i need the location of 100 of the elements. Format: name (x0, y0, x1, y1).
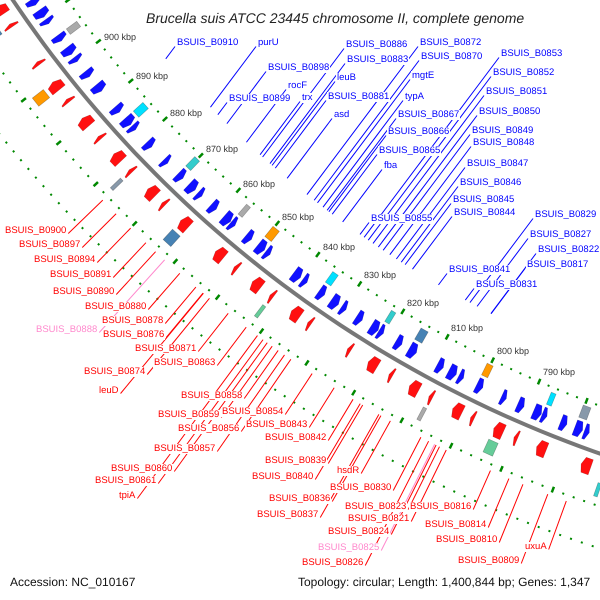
gene-label: BSUIS_B0897 (18, 240, 82, 250)
leader-line (216, 326, 247, 366)
leader-line (488, 478, 510, 528)
tick-label: 860 kbp (243, 180, 276, 188)
leader-line (389, 146, 472, 256)
leader-line (82, 213, 117, 248)
leader-line (96, 228, 132, 263)
gene-label: BSUIS_B0826 (301, 558, 364, 568)
tick-label: 870 kbp (206, 144, 238, 154)
gene-label: BSUIS_B0829 (534, 210, 598, 220)
gene-label: BSUIS_B0874 (83, 367, 146, 376)
leader-line (400, 186, 458, 263)
gene-label: BSUIS_B0836 (268, 494, 332, 504)
gene-label: BSUIS_B0853 (500, 49, 564, 58)
leader-line (260, 101, 300, 156)
leader-line (306, 46, 418, 196)
gene-label: BSUIS_B0890 (52, 287, 116, 296)
leader-line (392, 436, 422, 491)
leader-line (498, 484, 524, 543)
leader-line (472, 470, 491, 510)
leader-line (326, 118, 396, 211)
gene-label: BSUIS_B0850 (478, 107, 542, 116)
title: Brucella suis ATCC 23445 chromosome II, complete genome (146, 11, 524, 25)
leader-line (372, 95, 484, 244)
gene-label: BSUIS_B0880 (84, 302, 148, 312)
tick-label: 890 kbp (136, 72, 168, 80)
leader-line (368, 76, 492, 241)
gene-label: hsdR (336, 466, 360, 476)
gene-label: BSUIS_B0894 (33, 255, 96, 264)
gene-label: BSUIS_B0858 (180, 391, 244, 400)
leader-line (360, 420, 391, 474)
gene-label: BSUIS_B0867 (397, 110, 460, 120)
gene-label: BSUIS_B0866 (387, 127, 450, 136)
gene-label: BSUIS_B0863 (153, 358, 216, 368)
gene-label: BSUIS_B0823 (344, 502, 408, 512)
gene-label: BSUIS_B0817 (526, 260, 590, 270)
leader-line (165, 46, 176, 60)
gene-label: BSUIS_B0899 (228, 94, 292, 104)
leader-line (148, 272, 180, 310)
leader-line (342, 169, 382, 222)
gene-label: BSUIS_B0849 (471, 126, 534, 136)
gene-label: BSUIS_B0881 (327, 92, 390, 102)
gene-label: BSUIS_B0910 (176, 38, 240, 48)
gene-label: BSUIS_B0854 (221, 407, 284, 416)
gene-label: BSUIS_B0824 (327, 527, 390, 536)
leader-line (328, 404, 364, 464)
gene-label: BSUIS_B0840 (251, 472, 314, 482)
gene-label: BSUIS_B0827 (529, 230, 592, 240)
leader-line (408, 446, 440, 510)
leader-line (272, 81, 336, 166)
gene-label: BSUIS_B0831 (475, 280, 538, 290)
gene-label: BSUIS_B0870 (420, 52, 484, 62)
gene-label: leuD (98, 386, 120, 396)
gene-label: BSUIS_B0872 (419, 38, 482, 48)
tick-label: 880 kbp (170, 108, 202, 118)
gene-label: BSUIS_B0846 (459, 178, 522, 188)
gene-label: BSUIS_B0810 (435, 535, 498, 544)
leader-line (198, 312, 229, 352)
leader-line (116, 251, 156, 295)
gene-label: BSUIS_B0809 (457, 556, 520, 566)
gene-label: BSUIS_B0830 (329, 483, 392, 492)
leader-line (286, 118, 332, 179)
leader-line (464, 288, 474, 301)
gene-label: BSUIS_B0848 (472, 138, 536, 148)
leader-line (68, 200, 104, 234)
gene-label: mgtE (411, 71, 436, 80)
leader-line (548, 500, 567, 550)
gene-label: BSUIS_B0855 (370, 214, 434, 224)
leader-line (274, 100, 326, 169)
gene-label: BSUIS_B0852 (492, 68, 556, 78)
gene-label: uxuA (524, 542, 548, 552)
leader-line (332, 154, 378, 215)
leader-line (210, 46, 256, 108)
gene-label: BSUIS_B0871 (134, 344, 198, 354)
leader-line (269, 63, 346, 164)
tick-label: 840 kbp (323, 242, 356, 252)
info-text: Accession: NC_010167 (10, 576, 136, 588)
gene-label: BSUIS_B0839 (264, 456, 328, 466)
leader-line (166, 292, 204, 338)
leader-line (262, 48, 344, 158)
tick-label: 850 kbp (282, 212, 314, 222)
gene-label: BSUIS_B0865 (378, 146, 442, 156)
gene-label: BSUIS_B0856 (177, 424, 240, 434)
gene-label: BSUIS_B0847 (466, 159, 530, 168)
leader-line (412, 216, 452, 270)
gene-label: BSUIS_B0844 (453, 208, 516, 218)
tick-label: 900 kbp (104, 32, 136, 42)
leader-line (284, 373, 313, 415)
leader-line (164, 286, 196, 324)
leader-line (314, 60, 420, 201)
leader-line (244, 350, 279, 399)
gene-label: BSUIS_B0860 (110, 464, 174, 474)
gene-label: BSUIS_B0857 (153, 444, 216, 454)
leader-line (410, 450, 447, 522)
leader-line (322, 100, 404, 208)
gene-label: BSUIS_B0876 (102, 330, 166, 340)
leader-line (378, 115, 478, 248)
leader-line (328, 135, 386, 212)
leader-line (112, 242, 146, 278)
gene-label: BSUIS_B0900 (4, 226, 68, 236)
